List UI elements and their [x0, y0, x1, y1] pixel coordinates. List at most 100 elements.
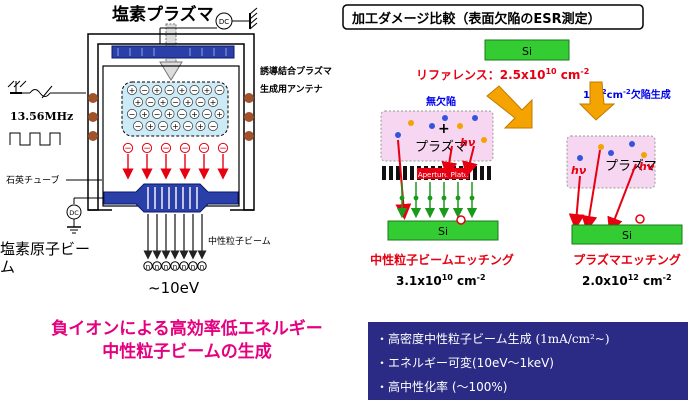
svg-text:n: n — [191, 263, 195, 271]
svg-text:−: − — [147, 98, 154, 107]
negative-ion: − — [160, 142, 172, 180]
negative-ion: − — [198, 142, 210, 180]
svg-text:+: + — [154, 86, 161, 95]
svg-text:+: + — [197, 122, 204, 131]
ion-particle: + — [195, 121, 206, 131]
svg-text:−: − — [185, 122, 192, 131]
ion-particle: − — [195, 97, 206, 107]
negative-ion: − — [179, 142, 191, 180]
svg-text:−: − — [166, 86, 173, 95]
svg-text:n: n — [182, 263, 186, 271]
ion-particle: − — [145, 97, 156, 107]
rf-power-source: 13.56MHz — [7, 80, 86, 146]
neutral-atom: n — [143, 261, 153, 271]
neutral-dot — [399, 195, 405, 201]
chlorine-atom-beam-label-line2: ム — [0, 258, 15, 276]
neutral-dot — [427, 195, 433, 201]
svg-text:−: − — [219, 144, 227, 154]
feature-list-box: ・高密度中性粒子ビーム生成 (1mA/cm²~) ・エネルギー可変(10eV～1… — [368, 322, 688, 400]
aperture-plate — [103, 183, 239, 213]
ion-particle: + — [164, 109, 175, 119]
comparison-title-box — [342, 4, 644, 30]
svg-text:−: − — [200, 144, 208, 154]
ion-particle: + — [152, 85, 162, 95]
neutral-beam-etch-title: 中性粒子ビームエッチング — [370, 252, 514, 267]
negative-ion: − — [122, 142, 134, 180]
aperture-slat — [410, 166, 414, 180]
ion-particle: + — [202, 85, 212, 95]
plasma-etch-value: 2.0x1012 cm-2 — [582, 273, 672, 288]
rf-frequency-label: 13.56MHz — [10, 110, 73, 123]
ion-particle: − — [189, 85, 200, 95]
neutral-beam-label: 中性粒子ビーム — [208, 235, 271, 247]
ion-particle: + — [214, 109, 225, 119]
svg-text:−: − — [143, 144, 151, 154]
plasma-particles-left: + — [395, 115, 487, 143]
svg-text:−: − — [191, 86, 198, 95]
neutral-dot — [455, 195, 461, 201]
svg-text:−: − — [179, 110, 186, 119]
ion-particle: − — [127, 109, 137, 119]
aperture-slat — [389, 166, 393, 180]
svg-text:−: − — [160, 122, 167, 131]
svg-text:+: + — [141, 110, 148, 119]
aperture-slat — [396, 166, 400, 180]
chamber-walls — [87, 33, 255, 211]
plasma-label-right: プラズマ — [605, 158, 657, 174]
si-label-plasma: Si — [622, 229, 632, 242]
plasma-etch-title: プラズマエッチング — [573, 252, 681, 267]
dc-label-bottom: DC — [69, 209, 79, 217]
plasma-ion-cluster: +−+−+−+−+−+−+−+−+−+−+−+−+−+−+− — [127, 85, 225, 131]
chlorine-atom-beam-label-line1: 塩素原子ビー — [0, 240, 90, 258]
ion-particle: − — [214, 85, 225, 95]
hv-label-right-b: hν — [639, 160, 655, 173]
svg-text:−: − — [129, 110, 136, 119]
negative-ion: − — [217, 142, 229, 180]
plasma-box-right — [566, 135, 656, 189]
si-block-neutral-beam — [387, 220, 499, 241]
neutral-atom: n — [161, 261, 171, 271]
reference-si-block — [484, 39, 570, 61]
hv-label-right-a: hν — [571, 164, 587, 177]
svg-text:−: − — [181, 144, 189, 154]
ion-particle: + — [189, 109, 200, 119]
svg-text:n: n — [200, 263, 204, 271]
ion-particle: + — [158, 97, 168, 107]
hv-label-left: hν — [460, 136, 476, 149]
antenna-coils — [88, 93, 254, 141]
orange-arrow-left — [486, 85, 533, 129]
svg-text:+: + — [210, 98, 217, 107]
neutral-particle-arrows — [396, 182, 478, 219]
svg-text:n: n — [164, 263, 168, 271]
neutral-atom: n — [179, 261, 189, 271]
feature-item-neutralization: ・高中性化率 (～100%) — [376, 380, 508, 394]
svg-text:+: + — [147, 122, 154, 131]
ion-particle: − — [202, 109, 212, 119]
neutral-atom: n — [170, 261, 180, 271]
svg-text:−: − — [172, 98, 179, 107]
svg-text:−: − — [154, 110, 161, 119]
ion-particle: + — [127, 85, 137, 95]
svg-text:−: − — [210, 122, 217, 131]
no-defect-label: 無欠陥 — [426, 95, 456, 108]
neutral-beam-source-diagram: 塩素プラズマ DC — [0, 4, 332, 297]
neutral-atom: n — [197, 261, 207, 271]
svg-text:+: + — [160, 98, 167, 107]
ion-particle: − — [152, 109, 162, 119]
svg-text:+: + — [166, 110, 173, 119]
ion-particle: + — [139, 109, 150, 119]
ion-particle: − — [139, 85, 150, 95]
svg-text:+: + — [135, 98, 142, 107]
antenna-label-line1: 誘導結合プラズマ — [260, 65, 332, 77]
aperture-slat — [473, 166, 477, 180]
reference-value: リファレンス：2.5x1010 cm-2 — [416, 67, 589, 82]
dc-label-top: DC — [219, 18, 229, 26]
ion-particle: − — [208, 121, 218, 131]
aperture-slat — [403, 166, 407, 180]
feature-item-density: ・高密度中性粒子ビーム生成 (1mA/cm²~) — [376, 332, 610, 346]
svg-text:−: − — [135, 122, 142, 131]
neutral-dot — [413, 195, 419, 201]
summary-text: 負イオンによる高効率低エネルギー 中性粒子ビームの生成 — [22, 318, 352, 364]
